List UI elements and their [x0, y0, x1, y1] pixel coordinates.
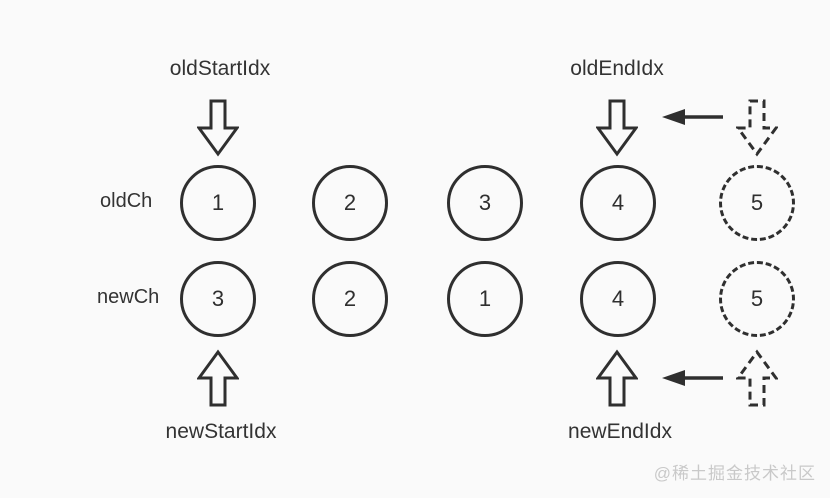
new-node-1: 3	[180, 261, 256, 337]
new-node-4-value: 4	[611, 286, 625, 311]
new-start-up-arrow-icon	[197, 349, 239, 407]
old-node-5-value: 5	[750, 190, 764, 215]
old-end-move-left-arrow-icon	[662, 109, 723, 125]
old-node-2: 2	[312, 165, 388, 241]
old-node-1-value: 1	[211, 190, 225, 215]
new-end-up-arrow-icon	[596, 349, 638, 407]
old-node-3-value: 3	[478, 190, 492, 215]
new-node-3: 1	[447, 261, 523, 337]
old-node-2-value: 2	[343, 190, 357, 215]
new-node-2-value: 2	[343, 286, 357, 311]
new-node-3-value: 1	[478, 286, 492, 311]
new-end-previous-dashed-up-arrow-icon	[736, 349, 778, 407]
new-start-idx-label: newStartIdx	[165, 420, 277, 443]
old-start-idx-label: oldStartIdx	[169, 57, 271, 80]
old-node-3: 3	[447, 165, 523, 241]
new-node-2: 2	[312, 261, 388, 337]
new-node-5-processed: 5	[719, 261, 795, 337]
old-node-4: 4	[580, 165, 656, 241]
new-node-1-value: 3	[211, 286, 225, 311]
new-node-5-value: 5	[750, 286, 764, 311]
old-end-previous-dashed-down-arrow-icon	[736, 99, 778, 157]
new-node-4: 4	[580, 261, 656, 337]
old-end-down-arrow-icon	[596, 99, 638, 157]
new-end-idx-label: newEndIdx	[568, 420, 672, 443]
old-start-down-arrow-icon	[197, 99, 239, 157]
old-children-row-label: oldCh	[100, 190, 153, 212]
new-end-move-left-arrow-icon	[662, 370, 723, 386]
old-end-idx-label: oldEndIdx	[570, 57, 664, 80]
old-node-4-value: 4	[611, 190, 625, 215]
new-children-row-label: newCh	[97, 286, 160, 308]
old-node-1: 1	[180, 165, 256, 241]
juejin-watermark: @稀土掘金技术社区	[653, 464, 816, 483]
old-node-5-processed: 5	[719, 165, 795, 241]
